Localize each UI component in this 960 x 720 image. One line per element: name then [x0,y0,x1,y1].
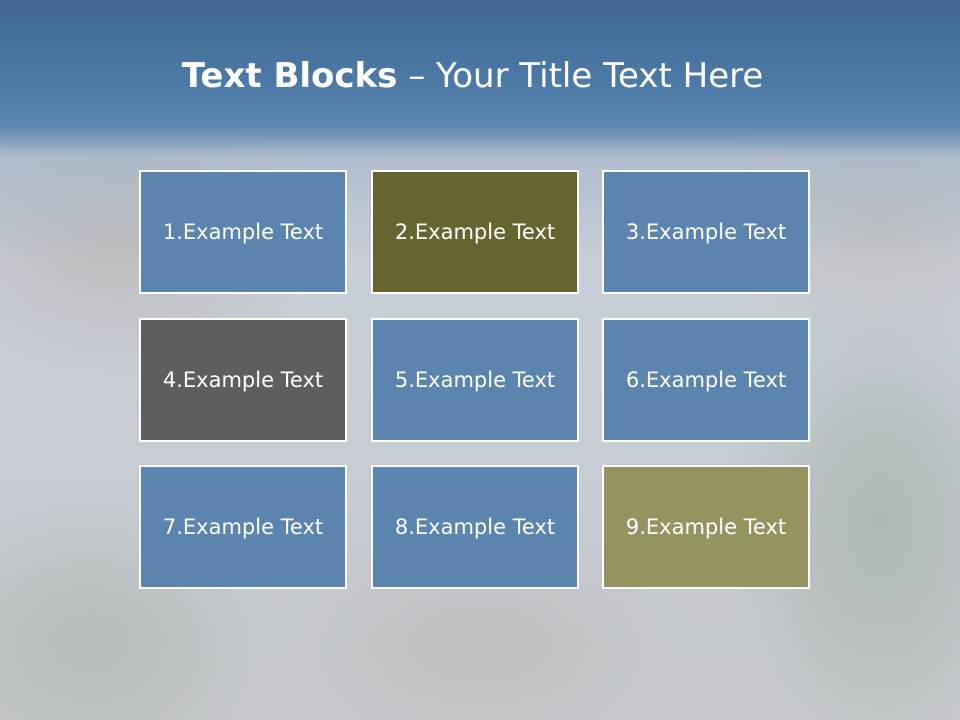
text-block-label: 6.Example Text [625,368,787,392]
text-block-label: 9.Example Text [625,515,787,539]
text-block-label: 2.Example Text [394,220,556,244]
text-block-8[interactable]: 8.Example Text [371,465,579,589]
text-block-label: 1.Example Text [162,220,324,244]
slide-title-bold: Text Blocks [181,56,398,96]
slide-title: Text Blocks – Your Title Text Here [0,54,945,98]
text-block-9[interactable]: 9.Example Text [602,465,810,589]
text-block-grid: 1.Example Text 2.Example Text 3.Example … [139,170,815,592]
text-block-label: 5.Example Text [394,368,556,392]
text-block-label: 7.Example Text [162,515,324,539]
text-block-7[interactable]: 7.Example Text [139,465,347,589]
text-block-label: 3.Example Text [625,220,787,244]
text-block-label: 4.Example Text [162,368,324,392]
title-band [0,0,960,128]
text-block-4[interactable]: 4.Example Text [139,318,347,442]
text-block-label: 8.Example Text [394,515,556,539]
title-band-fade [0,120,960,160]
slide-title-rest: – Your Title Text Here [397,56,764,96]
text-block-6[interactable]: 6.Example Text [602,318,810,442]
text-block-2[interactable]: 2.Example Text [371,170,579,294]
text-block-1[interactable]: 1.Example Text [139,170,347,294]
text-block-3[interactable]: 3.Example Text [602,170,810,294]
text-block-5[interactable]: 5.Example Text [371,318,579,442]
